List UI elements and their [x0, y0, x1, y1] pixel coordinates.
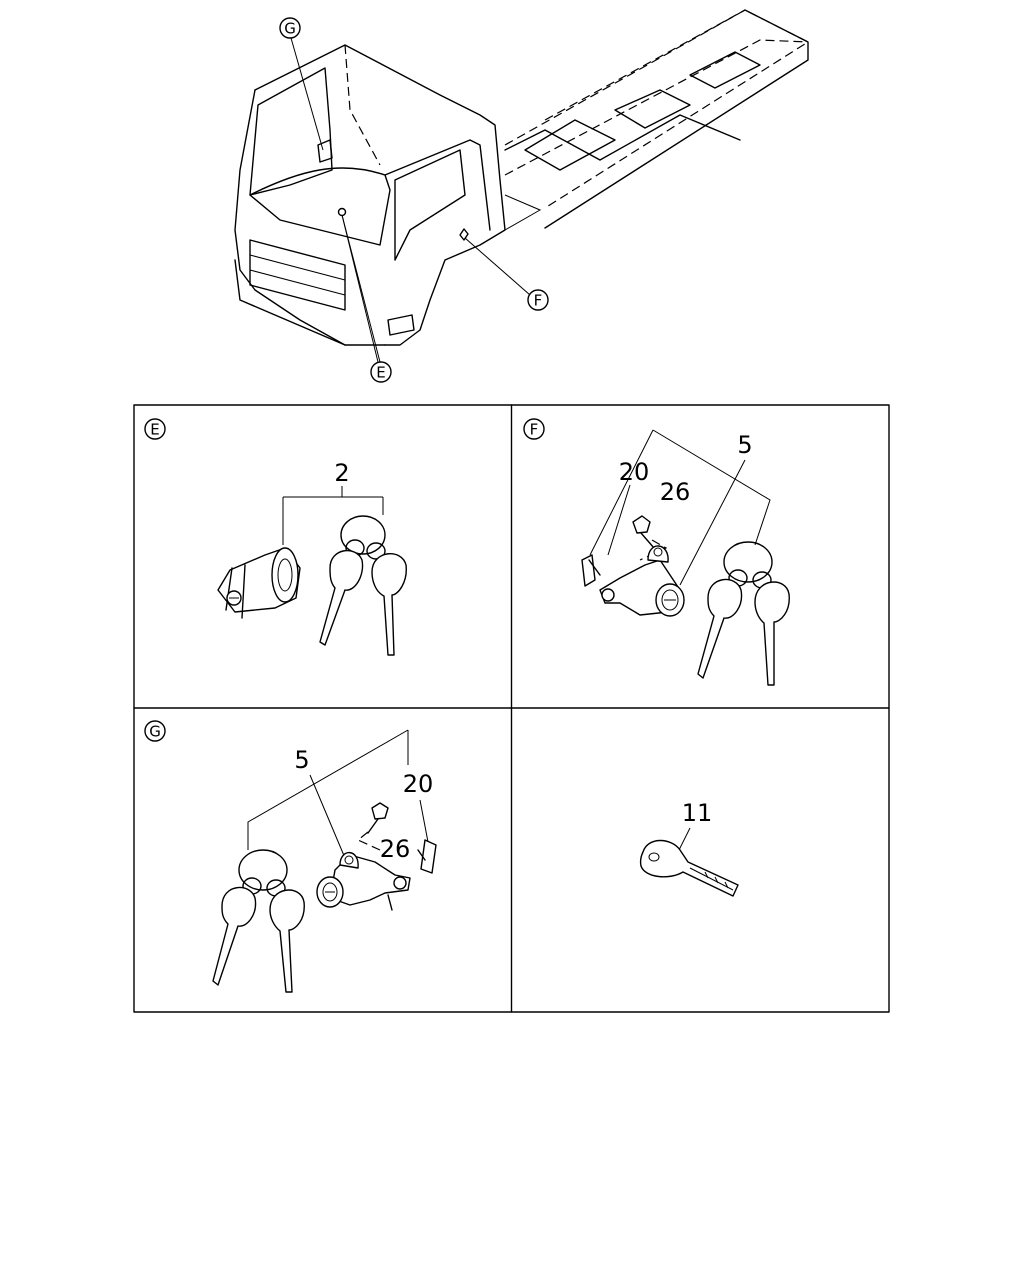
part-number-26-g: 26 — [380, 835, 411, 863]
ignition-cylinder — [217, 547, 301, 619]
part-number-2: 2 — [334, 459, 349, 487]
panel-f: F 20 26 5 — [523, 418, 790, 686]
panel-g-label: G — [149, 723, 161, 741]
panel-e: E 2 — [144, 418, 407, 656]
retainer-20 — [581, 554, 601, 587]
key-set-5-f — [697, 541, 790, 686]
callout-g-label: G — [284, 20, 296, 38]
bolt-26-g — [356, 802, 389, 851]
panel-f-label: F — [530, 421, 539, 439]
part-number-20-g: 20 — [403, 770, 434, 798]
callout-g: G — [279, 17, 324, 151]
key-set-5-g — [212, 849, 305, 993]
callout-f: F — [464, 237, 549, 311]
truck-illustration — [234, 9, 810, 346]
bolt-26 — [632, 515, 668, 561]
part-number-5: 5 — [737, 431, 752, 459]
key-set-2 — [319, 515, 407, 656]
door-lock-cylinder-5 — [599, 545, 685, 617]
panel-key: 11 — [639, 799, 739, 897]
door-lock-cylinder-5-g — [316, 851, 411, 911]
retainer-20-g — [417, 839, 437, 874]
detail-grid — [133, 404, 890, 1013]
part-number-11: 11 — [682, 799, 713, 827]
part-number-20: 20 — [619, 458, 650, 486]
callout-f-label: F — [534, 292, 543, 310]
panel-g: G 5 20 26 — [144, 720, 437, 993]
key-11 — [639, 839, 739, 897]
callout-e: E — [341, 214, 392, 383]
panel-e-label: E — [150, 421, 159, 439]
part-number-5-g: 5 — [294, 746, 309, 774]
callout-e-label: E — [376, 364, 385, 382]
part-number-26: 26 — [660, 478, 691, 506]
